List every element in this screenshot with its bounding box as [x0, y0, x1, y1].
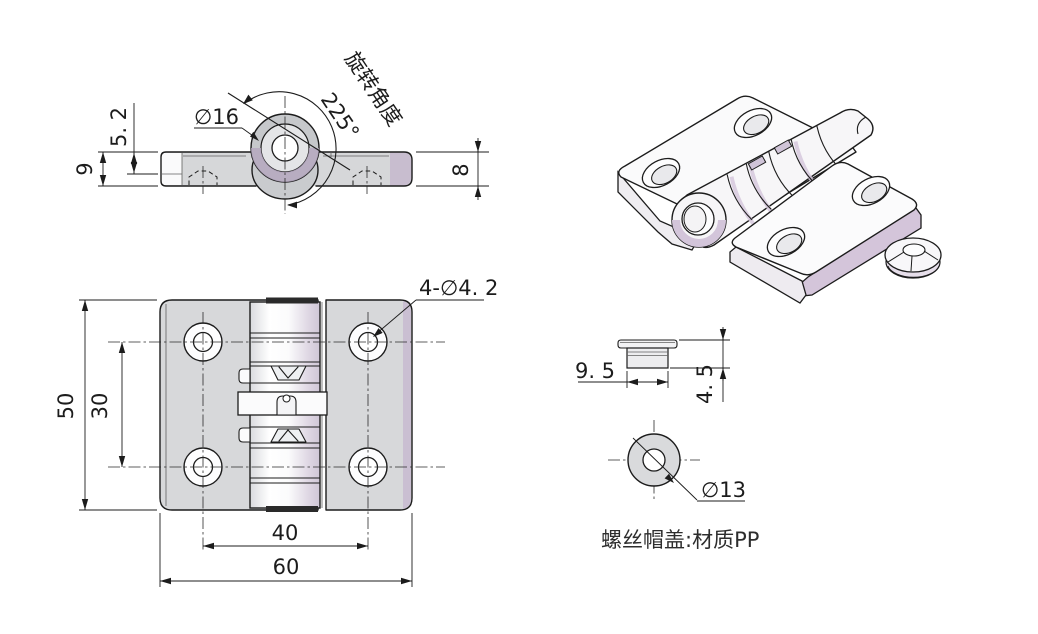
cap-inner-circle [642, 448, 666, 472]
dim9-text: 9 [73, 162, 97, 175]
side-view: ∅16 9 5. 2 8 旋转角度 225° [73, 47, 489, 214]
left-leaf-outline [160, 151, 257, 187]
right-leaf-end-band [390, 152, 412, 186]
vtab-lower-line1 [278, 429, 289, 442]
barrel-hook-upper [238, 368, 251, 384]
dia13-leader [632, 437, 698, 501]
front-view: 50 30 40 60 4-∅4. 2 [54, 276, 498, 587]
back-plate-hole-2 [641, 157, 681, 189]
barrel-hook-lower [238, 427, 251, 443]
right-leaf-outline [315, 151, 413, 187]
dim60-text: 60 [273, 555, 300, 579]
right-plate [325, 299, 413, 511]
knuckle-shade-crescent [251, 148, 319, 182]
arc-arrow-end [287, 201, 297, 209]
middle-stem [276, 395, 297, 416]
cap-side-view: 9. 5 4. 5 [575, 327, 730, 404]
angle-value-label: 225° [316, 88, 364, 143]
dim95-text: 9. 5 [575, 359, 615, 383]
front-plate-side-light [729, 246, 807, 304]
barrel-slot-2 [773, 139, 793, 155]
back-plate-top-face [618, 95, 857, 230]
screw-cap-3d [884, 237, 942, 279]
middle-stem-detent [282, 394, 291, 403]
vtab-lower-line2 [287, 429, 299, 442]
dia13-arrow [664, 473, 674, 483]
front-plate-hole-1 [851, 175, 891, 207]
dia16-arrow [250, 131, 259, 141]
holes-callout-arrow [373, 328, 383, 337]
barrel-division-arcs [726, 116, 867, 221]
pin-end-recess [683, 205, 707, 233]
isometric-view [617, 95, 942, 304]
cap-flange [617, 339, 678, 349]
dim45-text: 4. 5 [693, 364, 717, 404]
dim50-text: 50 [54, 393, 78, 420]
back-plate-hole-1 [733, 107, 773, 139]
pin-lobe-shade [672, 220, 726, 247]
dia16-label: ∅16 [194, 105, 239, 129]
barrel-bottom-cap [266, 506, 318, 512]
holes-callout-leader [375, 299, 417, 335]
left-leaf [161, 152, 258, 186]
barrel-slot-1 [747, 155, 767, 171]
barrel-top-cap [266, 297, 318, 304]
holes-callout-text: 4-∅4. 2 [419, 276, 498, 300]
dim8-text: 8 [449, 163, 473, 176]
cap-material-note: 螺丝帽盖:材质PP [601, 528, 759, 552]
rotation-reference-line [227, 92, 351, 171]
cap-body [626, 347, 669, 369]
barrel-vtab-lower [270, 428, 307, 443]
right-plate-edge-band [403, 301, 411, 509]
arc-arrow-start [243, 94, 253, 104]
front-plate-side-lavender [799, 207, 922, 297]
right-leaf [313, 152, 412, 186]
dim30-text: 30 [88, 393, 112, 420]
rotation-angle-arc [244, 91, 337, 206]
dim52-text: 5. 2 [107, 107, 131, 147]
cap-top-view: ∅13 [608, 420, 746, 502]
left-leaf-end-band [161, 153, 182, 185]
barrel-vtab-upper [270, 365, 307, 381]
vtab-upper-line1 [278, 366, 289, 379]
dim40-text: 40 [272, 521, 299, 545]
front-plate-hole-2 [766, 226, 806, 258]
vtab-upper-line2 [287, 366, 299, 379]
dia13-text: ∅13 [701, 478, 746, 502]
